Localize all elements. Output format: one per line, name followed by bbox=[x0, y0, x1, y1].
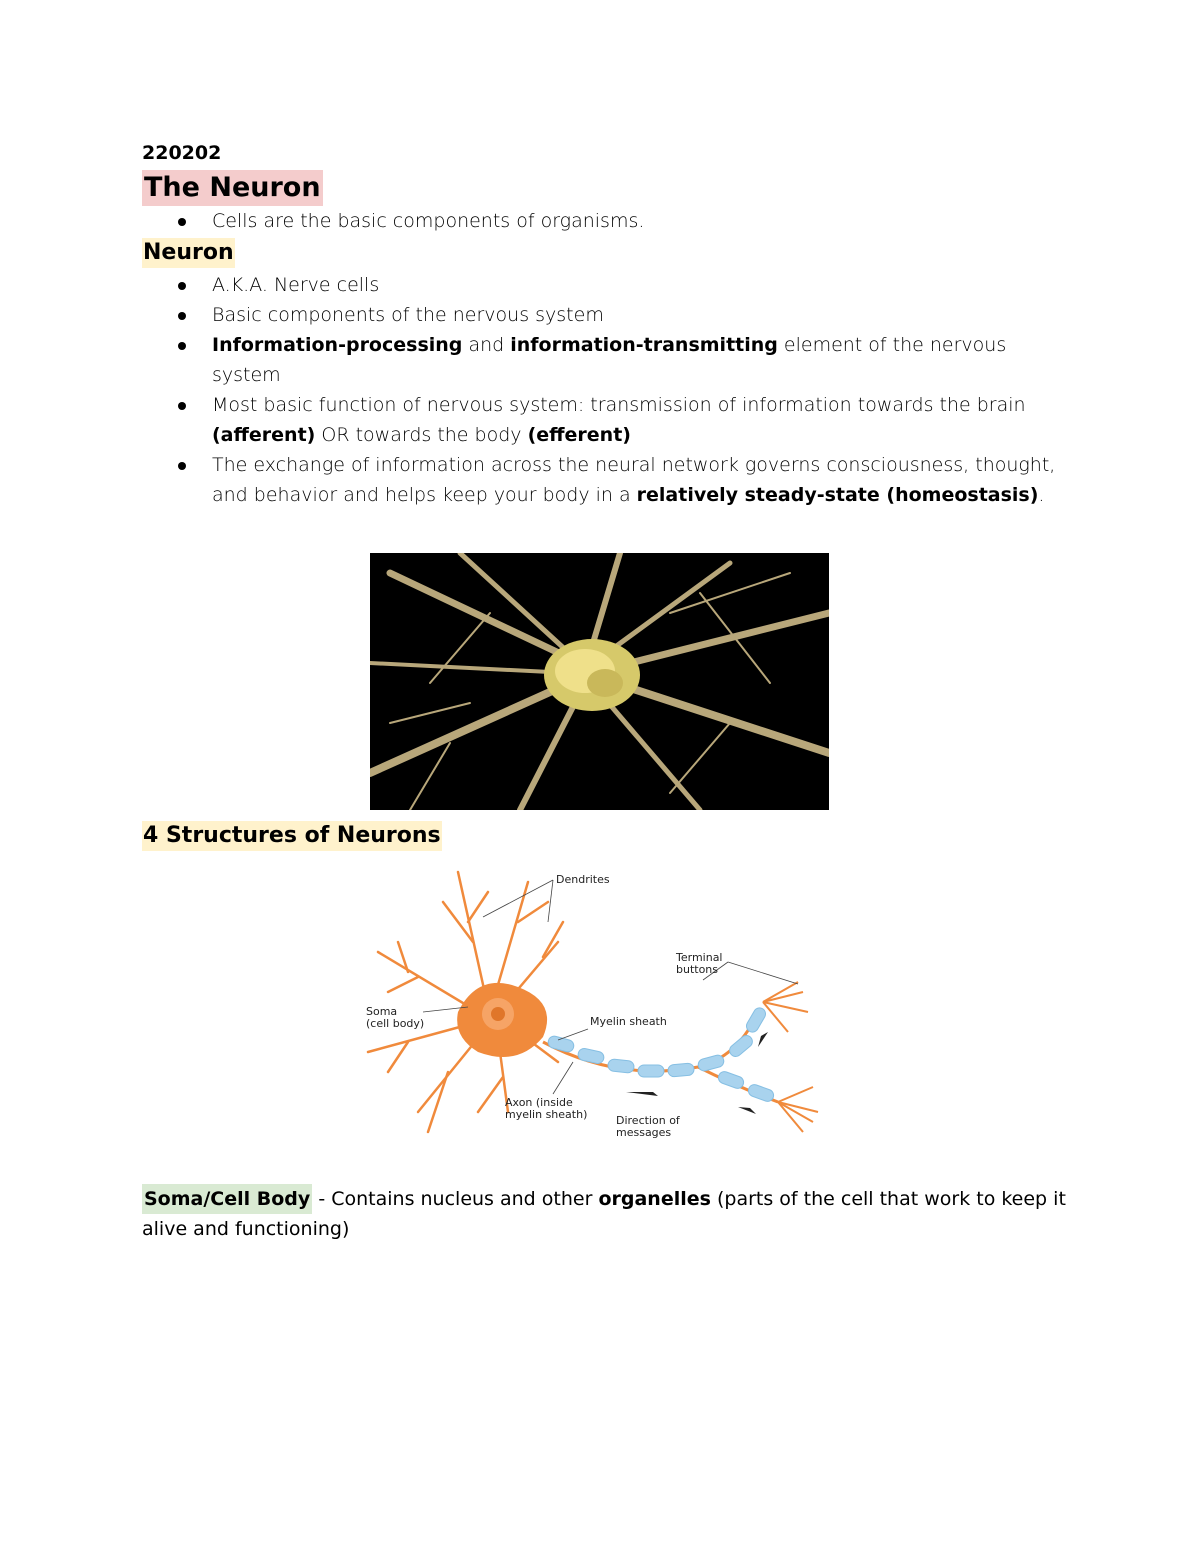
bullet-icon bbox=[178, 218, 186, 226]
intro-list: Cells are the basic components of organi… bbox=[142, 206, 1072, 236]
label-myelin: Myelin sheath bbox=[590, 1015, 667, 1028]
neuron-photo bbox=[366, 550, 833, 813]
label-dendrites: Dendrites bbox=[556, 873, 610, 886]
bullet-icon bbox=[178, 312, 186, 320]
list-item: The exchange of information across the n… bbox=[142, 450, 1072, 510]
neuron-photo-illustration bbox=[366, 550, 833, 813]
document-page: 220202 The Neuron Cells are the basic co… bbox=[142, 140, 1072, 510]
bullet-icon bbox=[178, 342, 186, 350]
list-item: A.K.A. Nerve cells bbox=[142, 270, 1072, 300]
label-direction-2: messages bbox=[616, 1126, 671, 1139]
label-axon-1: Axon (inside bbox=[505, 1096, 573, 1109]
date-label: 220202 bbox=[142, 142, 222, 164]
page-title: The Neuron bbox=[142, 170, 323, 206]
label-terminal-1: Terminal bbox=[675, 951, 723, 964]
list-item: Cells are the basic components of organi… bbox=[142, 206, 1072, 236]
section-heading-structures: 4 Structures of Neurons bbox=[142, 821, 442, 851]
neuron-structure-diagram: Dendrites Terminal buttons Soma (cell bo… bbox=[358, 862, 828, 1152]
neuron-diagram-svg: Dendrites Terminal buttons Soma (cell bo… bbox=[366, 870, 819, 1139]
label-direction-1: Direction of bbox=[616, 1114, 681, 1127]
soma-paragraph: Soma/Cell Body - Contains nucleus and ot… bbox=[142, 1184, 1072, 1244]
bullet-icon bbox=[178, 462, 186, 470]
label-terminal-2: buttons bbox=[676, 963, 718, 976]
label-soma-1: Soma bbox=[366, 1005, 397, 1018]
section-heading-neuron: Neuron bbox=[142, 238, 235, 268]
bullet-icon bbox=[178, 402, 186, 410]
list-item: Basic components of the nervous system bbox=[142, 300, 1072, 330]
label-soma-2: (cell body) bbox=[366, 1017, 424, 1030]
soma-label: Soma/Cell Body bbox=[142, 1184, 313, 1214]
bullet-icon bbox=[178, 282, 186, 290]
list-item: Most basic function of nervous system: t… bbox=[142, 390, 1072, 450]
list-item: Information-processing and information-t… bbox=[142, 330, 1072, 390]
neuron-list: A.K.A. Nerve cells Basic components of t… bbox=[142, 270, 1072, 510]
label-axon-2: myelin sheath) bbox=[505, 1108, 587, 1121]
